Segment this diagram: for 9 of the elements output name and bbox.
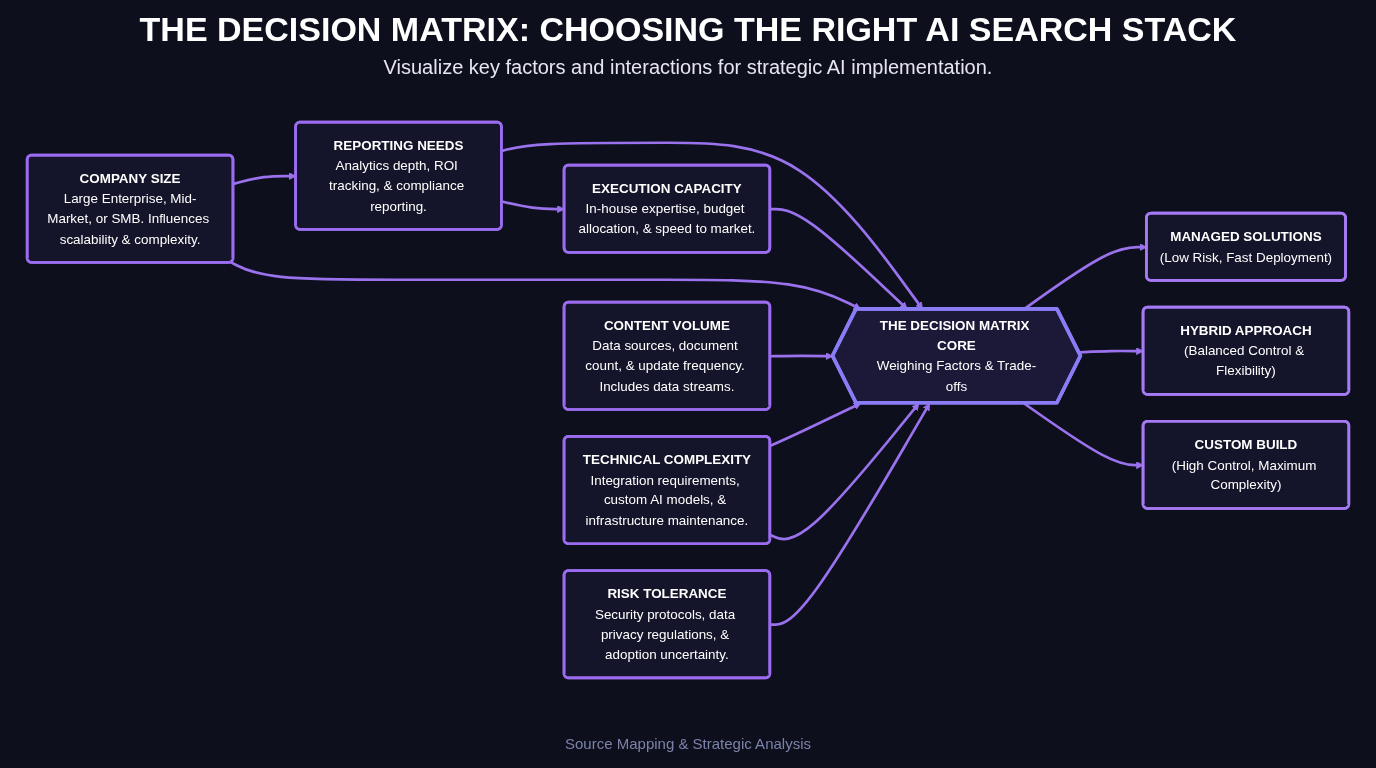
- title: THE DECISION MATRIX: CHOOSING THE RIGHT AI SEARCH STACK: [139, 10, 1237, 48]
- subtitle: Visualize key factors and interactions for strategic AI implementation.: [383, 56, 993, 78]
- arrow: [501, 200, 565, 213]
- arrow: [769, 402, 920, 541]
- footer-note: Source Mapping & Strategic Analysis: [565, 735, 811, 752]
- arrow: [1023, 402, 1144, 470]
- arrow: [770, 402, 931, 627]
- arrow: [769, 402, 862, 448]
- arrow: [770, 352, 834, 361]
